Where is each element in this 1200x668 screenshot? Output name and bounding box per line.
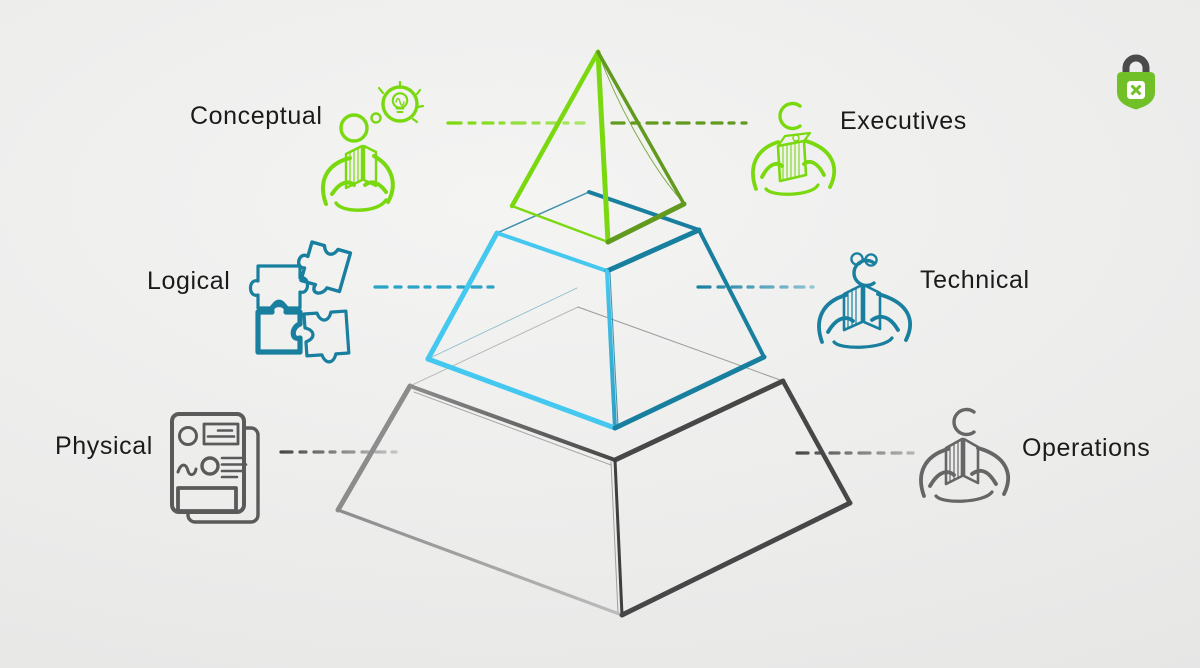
label-physical: Physical bbox=[55, 432, 153, 460]
connector-dashes bbox=[279, 121, 917, 455]
glasses-reader-icon bbox=[817, 252, 912, 349]
lock-shackle bbox=[1122, 54, 1150, 76]
puzzle-pieces-icon bbox=[248, 240, 353, 364]
pyramid-tier-bottom bbox=[335, 306, 853, 618]
label-operations: Operations bbox=[1022, 434, 1151, 462]
idea-reader-icon bbox=[321, 80, 425, 212]
executive-reader-icon bbox=[751, 101, 836, 196]
label-technical: Technical bbox=[920, 266, 1030, 294]
pyramid-tier-top bbox=[509, 49, 687, 245]
pyramid-tier-middle bbox=[425, 190, 767, 431]
security-lock-logo bbox=[1117, 54, 1155, 110]
documents-icon bbox=[170, 412, 260, 524]
label-conceptual: Conceptual bbox=[190, 102, 323, 130]
reader-icon bbox=[919, 407, 1010, 503]
label-executives: Executives bbox=[840, 107, 967, 135]
label-logical: Logical bbox=[147, 267, 231, 295]
